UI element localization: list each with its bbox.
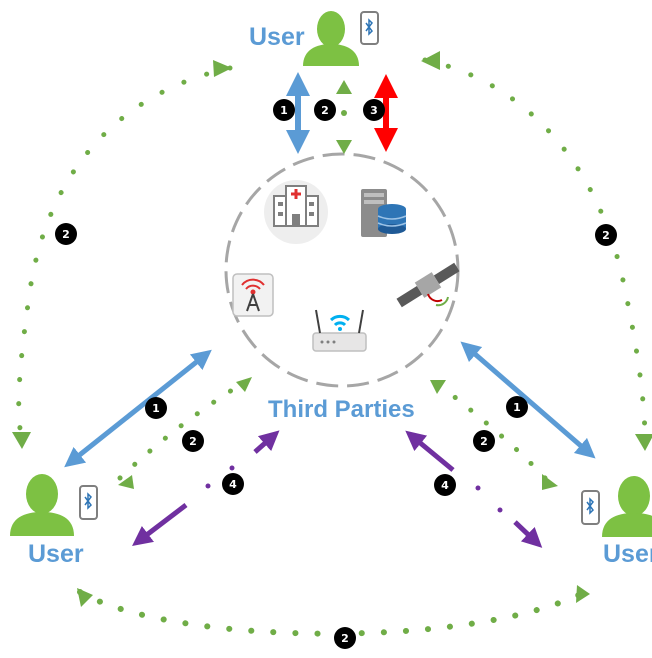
badge-2-top: 2 bbox=[314, 99, 336, 121]
purple-dot bbox=[497, 507, 503, 513]
badge-number: 3 bbox=[370, 104, 378, 117]
badge-2-left-outer: 2 bbox=[55, 223, 77, 245]
purple-arrow bbox=[405, 430, 455, 472]
green-arrowhead bbox=[635, 434, 652, 451]
green-dot bbox=[341, 110, 347, 116]
satellite-icon bbox=[396, 262, 460, 308]
outer-loop-left bbox=[16, 65, 233, 443]
green-arrowhead bbox=[576, 585, 590, 603]
badge-2-right-outer: 2 bbox=[595, 224, 617, 246]
badge-number: 2 bbox=[480, 435, 488, 448]
badge-2-right-inner: 2 bbox=[473, 430, 495, 452]
outer-loop-right bbox=[422, 57, 648, 443]
badge-2-bottom: 2 bbox=[334, 627, 356, 649]
cell-tower-icon bbox=[232, 273, 274, 317]
outer-loop-arrowheads bbox=[12, 51, 652, 607]
blue-double-arrow bbox=[460, 341, 596, 459]
user-top-label: User bbox=[249, 23, 305, 51]
badge-number: 1 bbox=[280, 104, 288, 117]
badge-number: 2 bbox=[189, 435, 197, 448]
green-arrowhead bbox=[12, 432, 31, 449]
badge-1-top: 1 bbox=[273, 99, 295, 121]
user-top-icon bbox=[303, 11, 359, 66]
user-left-label: User bbox=[28, 540, 84, 568]
badge-4-left: 4 bbox=[222, 473, 244, 495]
bluetooth-phone-icon bbox=[79, 485, 98, 520]
green-arrowhead bbox=[336, 80, 352, 94]
badge-number: 2 bbox=[321, 104, 329, 117]
badge-number: 4 bbox=[229, 478, 237, 491]
bluetooth-phone-icon bbox=[581, 490, 600, 525]
outer-loop-bottom bbox=[77, 589, 588, 637]
purple-dot bbox=[205, 483, 211, 489]
user-right-icon bbox=[602, 476, 652, 537]
purple-arrow bbox=[513, 520, 543, 548]
badge-number: 2 bbox=[341, 632, 349, 645]
user-left-icon bbox=[10, 474, 74, 536]
blue-double-arrow bbox=[64, 349, 212, 468]
green-arrowhead bbox=[421, 51, 440, 70]
purple-arrow bbox=[132, 503, 188, 547]
green-arrowhead bbox=[213, 60, 232, 77]
badge-3-top: 3 bbox=[363, 99, 385, 121]
step-badges: 1 2 3 2 2 1 2 4 1 2 4 2 bbox=[55, 99, 617, 649]
badge-number: 1 bbox=[152, 402, 160, 415]
inner-link-arrowheads bbox=[118, 377, 558, 490]
badge-1-left: 1 bbox=[145, 397, 167, 419]
third-parties-label: Third Parties bbox=[268, 396, 415, 423]
purple-arrow bbox=[253, 430, 280, 454]
badge-4-right: 4 bbox=[434, 474, 456, 496]
badge-2-left-inner: 2 bbox=[182, 430, 204, 452]
user-right-label: User bbox=[603, 540, 652, 568]
purple-dot bbox=[475, 485, 481, 491]
badge-number: 4 bbox=[441, 479, 449, 492]
badge-number: 2 bbox=[62, 228, 70, 241]
database-server-icon bbox=[361, 189, 407, 237]
outer-dotted-loop bbox=[16, 57, 648, 637]
green-arrowhead bbox=[77, 588, 93, 607]
hospital-icon bbox=[264, 180, 328, 244]
wifi-router-icon bbox=[312, 309, 367, 352]
badge-1-right: 1 bbox=[506, 396, 528, 418]
badge-number: 1 bbox=[513, 401, 521, 414]
bluetooth-phone-icon bbox=[360, 11, 379, 45]
green-arrowhead bbox=[336, 140, 352, 154]
purple-dot bbox=[229, 465, 235, 471]
badge-number: 2 bbox=[602, 229, 610, 242]
